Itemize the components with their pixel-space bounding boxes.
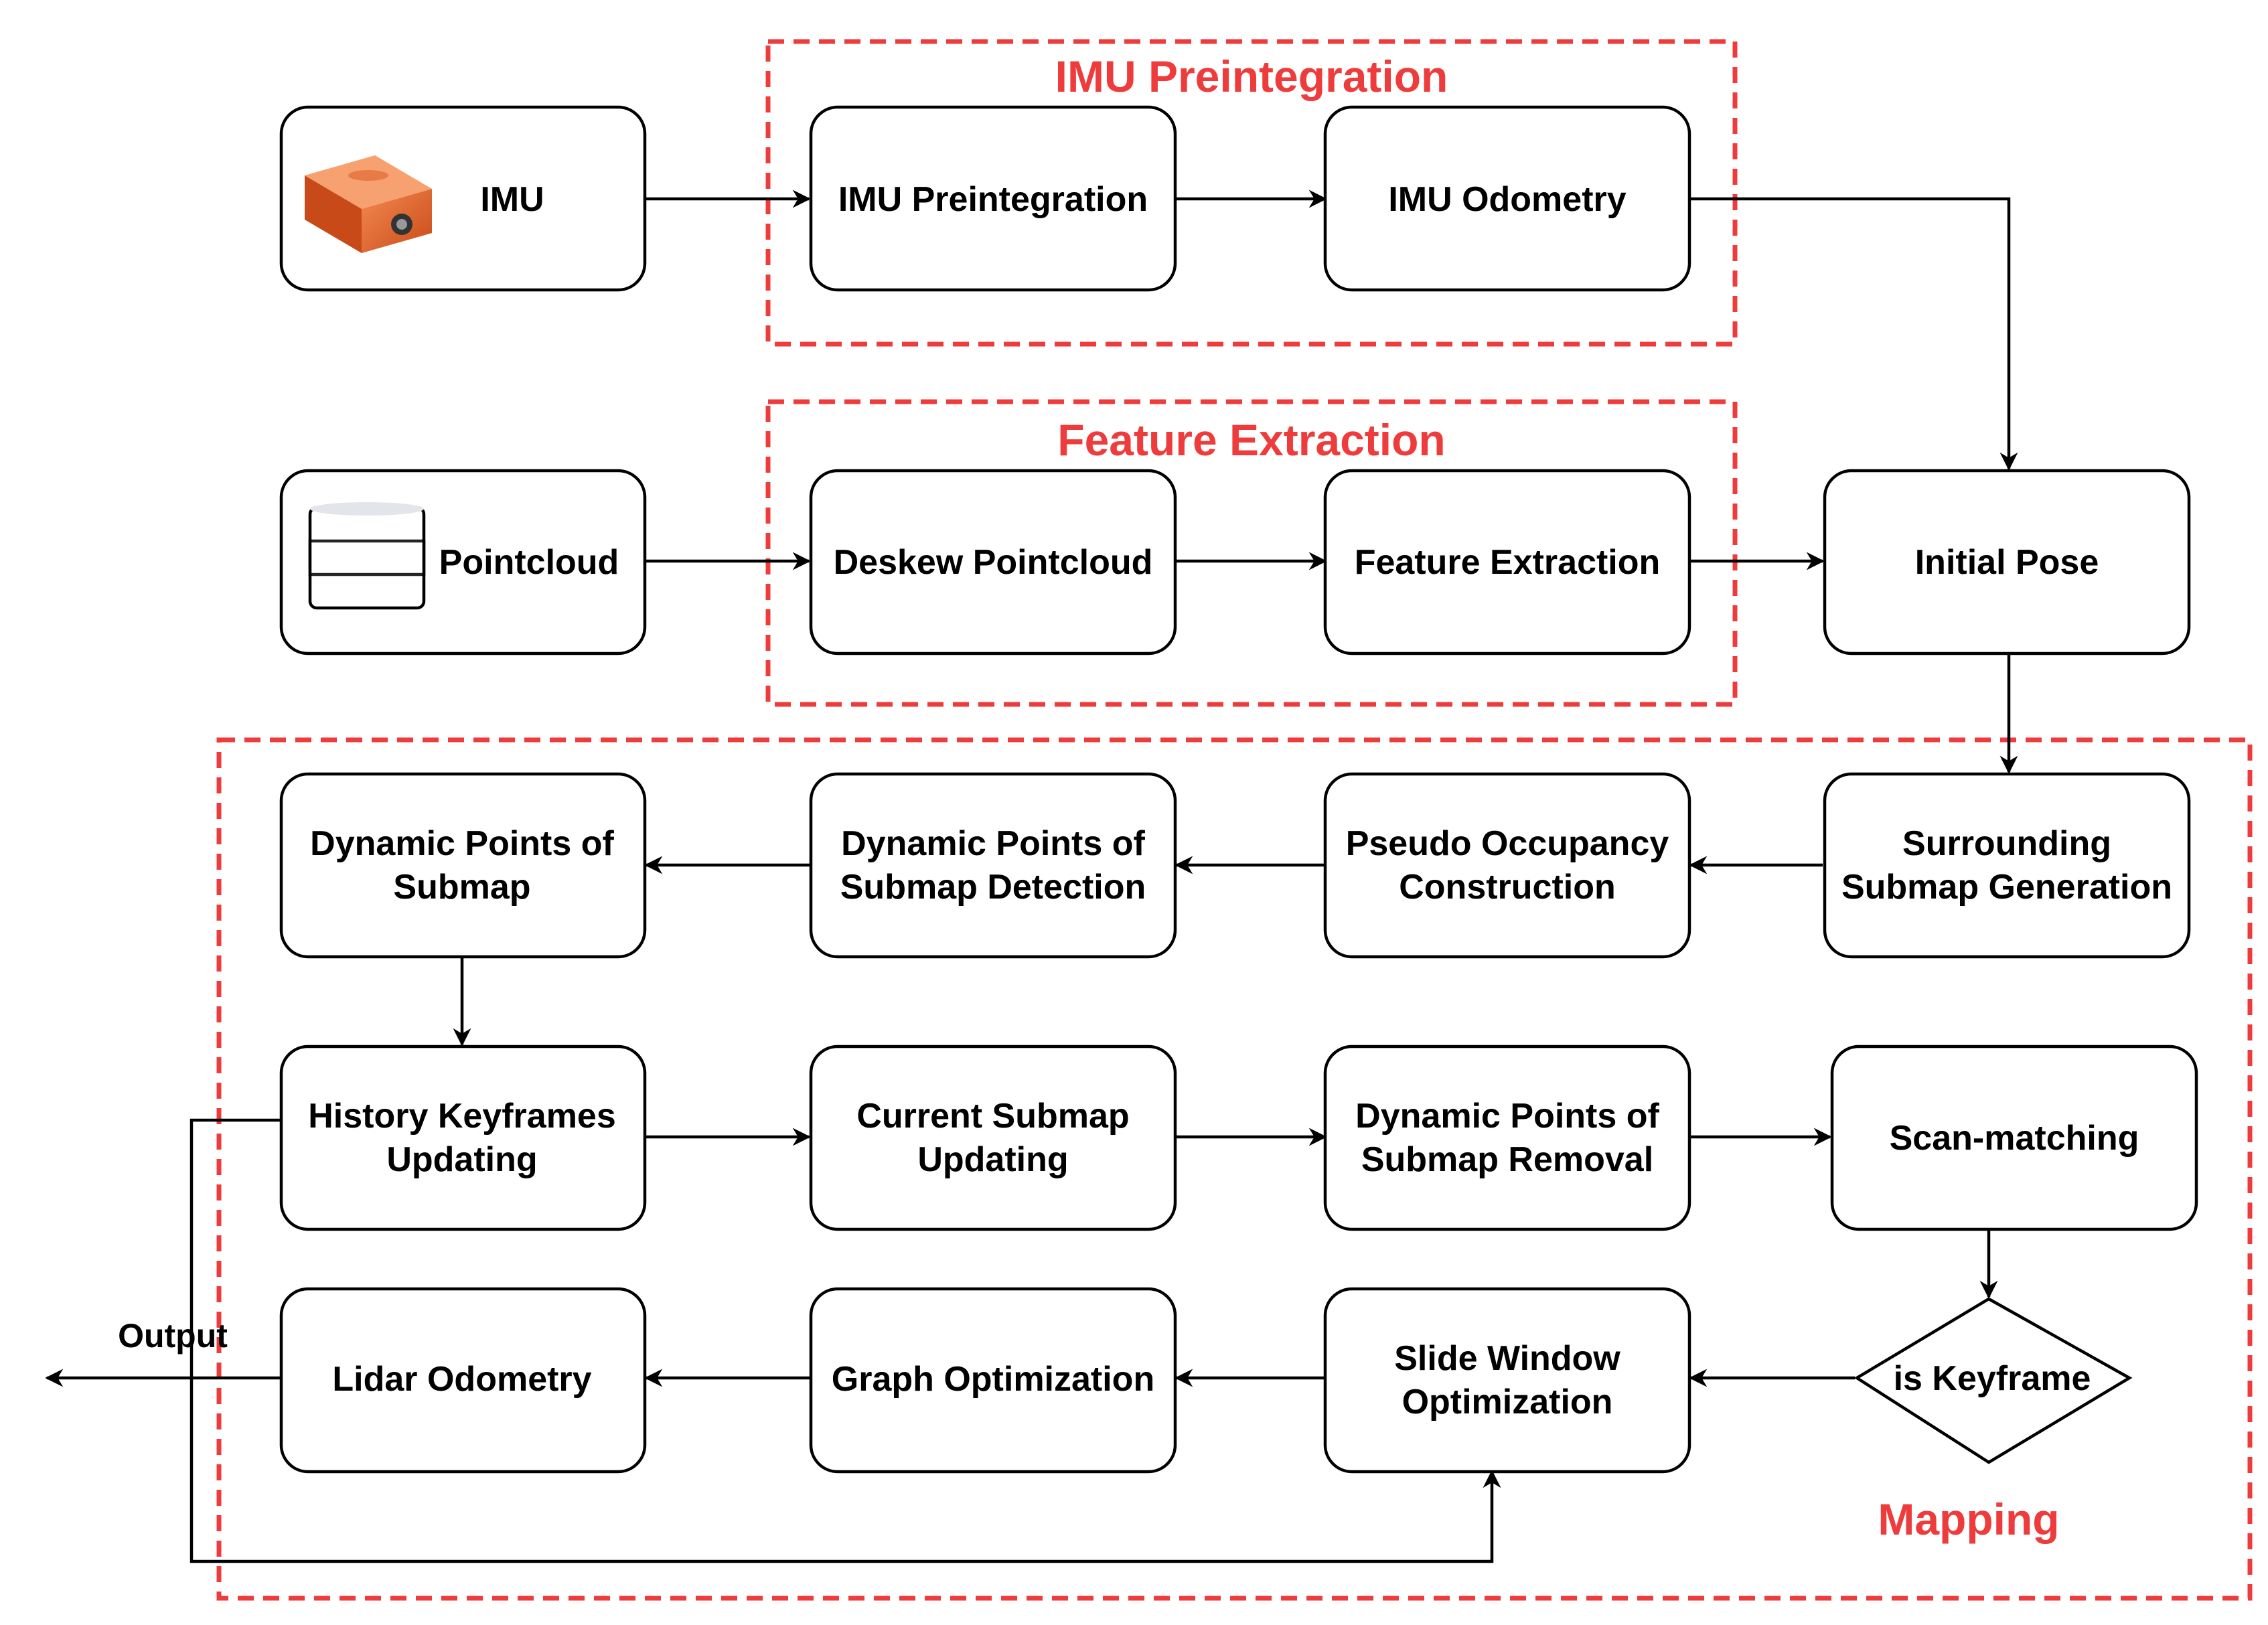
node-current-submap: Current Submap Updating xyxy=(809,1044,1177,1231)
node-dyn-submap-detection: Dynamic Points of Submap Detection xyxy=(809,772,1177,959)
svg-text:Pointcloud: Pointcloud xyxy=(439,543,619,582)
node-slide-window: Slide Window Optimization xyxy=(1323,1287,1691,1474)
group-feature-extraction: Feature Extraction xyxy=(765,399,1738,707)
svg-text:is Keyframe: is Keyframe xyxy=(1894,1359,2091,1398)
node-imu-odometry: IMU Odometry xyxy=(1323,105,1691,292)
svg-text:IMU Preintegration: IMU Preintegration xyxy=(838,180,1148,219)
imu-sensor-icon xyxy=(305,155,432,253)
edge-history-to-slide-window xyxy=(190,1118,1501,1563)
svg-text:Deskew Pointcloud: Deskew Pointcloud xyxy=(834,543,1153,582)
node-is-keyframe: is Keyframe xyxy=(1854,1297,2133,1464)
node-imu-preintegration: IMU Preintegration xyxy=(809,105,1177,292)
svg-text:Optimization: Optimization xyxy=(1402,1383,1613,1421)
group-title-imu-preintegration: IMU Preintegration xyxy=(1055,52,1448,101)
output-label: Output xyxy=(118,1317,228,1355)
node-imu: IMU xyxy=(279,105,647,292)
edge-odometry-to-initial-pose xyxy=(1689,197,2018,471)
node-initial-pose: Initial Pose xyxy=(1823,469,2191,655)
svg-text:Submap Detection: Submap Detection xyxy=(840,868,1146,907)
group-imu-preintegration: IMU Preintegration xyxy=(765,39,1738,347)
node-scan-matching: Scan-matching xyxy=(1830,1044,2198,1231)
svg-text:Initial Pose: Initial Pose xyxy=(1915,543,2099,582)
node-dyn-submap-removal: Dynamic Points of Submap Removal xyxy=(1323,1044,1691,1231)
svg-text:Dynamic Points of: Dynamic Points of xyxy=(1355,1097,1659,1136)
svg-text:Surrounding: Surrounding xyxy=(1902,824,2111,863)
svg-text:Slide Window: Slide Window xyxy=(1394,1339,1620,1378)
svg-text:Updating: Updating xyxy=(917,1140,1068,1179)
node-deskew-pointcloud: Deskew Pointcloud xyxy=(809,469,1177,655)
svg-text:Submap Generation: Submap Generation xyxy=(1841,868,2172,907)
svg-text:Graph Optimization: Graph Optimization xyxy=(832,1360,1154,1399)
svg-text:IMU: IMU xyxy=(480,180,544,219)
group-title-feature-extraction: Feature Extraction xyxy=(1057,415,1446,465)
node-history-keyframes: History Keyframes Updating xyxy=(279,1044,647,1231)
svg-text:History Keyframes: History Keyframes xyxy=(308,1097,616,1136)
svg-text:Submap Removal: Submap Removal xyxy=(1361,1140,1653,1179)
svg-text:Submap: Submap xyxy=(393,868,530,907)
group-mapping: Mapping xyxy=(216,737,2253,1601)
svg-text:Lidar Odometry: Lidar Odometry xyxy=(332,1360,591,1399)
node-feature-extraction: Feature Extraction xyxy=(1323,469,1691,655)
node-pointcloud: Pointcloud xyxy=(279,469,647,655)
node-surrounding-submap: Surrounding Submap Generation xyxy=(1823,772,2191,959)
svg-text:Updating: Updating xyxy=(386,1140,537,1179)
svg-text:Construction: Construction xyxy=(1399,868,1616,907)
node-graph-optimization: Graph Optimization xyxy=(809,1287,1177,1474)
svg-text:Current Submap: Current Submap xyxy=(856,1097,1129,1136)
svg-text:Dynamic Points of: Dynamic Points of xyxy=(310,824,614,863)
node-lidar-odometry: Lidar Odometry xyxy=(279,1287,647,1474)
group-title-mapping: Mapping xyxy=(1878,1494,2059,1544)
svg-text:Scan-matching: Scan-matching xyxy=(1890,1119,2139,1158)
svg-text:Dynamic Points of: Dynamic Points of xyxy=(841,824,1145,863)
svg-text:Feature Extraction: Feature Extraction xyxy=(1355,543,1661,582)
svg-text:Pseudo Occupancy: Pseudo Occupancy xyxy=(1346,824,1669,863)
node-dyn-points-submap: Dynamic Points of Submap xyxy=(279,772,647,959)
node-pseudo-occupancy: Pseudo Occupancy Construction xyxy=(1323,772,1691,959)
svg-text:IMU Odometry: IMU Odometry xyxy=(1388,180,1626,219)
lidar-sensor-icon xyxy=(308,502,426,610)
edges xyxy=(45,189,2018,1563)
